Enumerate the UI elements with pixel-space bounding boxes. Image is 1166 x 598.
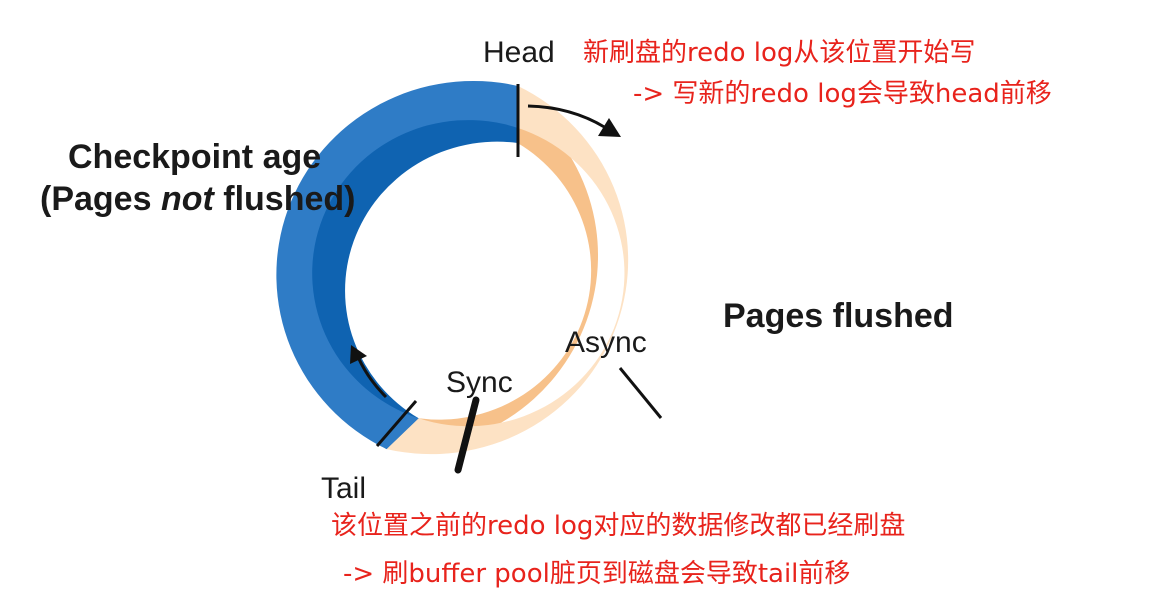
tail-direction-arrow xyxy=(356,356,388,399)
checkpoint-depth-arc xyxy=(302,96,518,450)
sync-label: Sync xyxy=(446,366,513,399)
tail-arrow-tip xyxy=(350,345,367,364)
subtitle-part-emphasis: not xyxy=(161,180,216,218)
checkpoint-age-arc[interactable] xyxy=(276,80,518,450)
pages-flushed-label: Pages flushed xyxy=(723,297,954,335)
tail-annotation-line-1: 该位置之前的redo log对应的数据修改都已经刷盘 xyxy=(331,511,905,541)
ring-depth-layer xyxy=(302,96,599,450)
sync-marker-line xyxy=(454,396,480,474)
async-marker-line xyxy=(618,367,663,419)
async-label: Async xyxy=(565,326,647,359)
head-direction-arrow xyxy=(527,104,607,130)
head-annotation-line-1: 新刷盘的redo log从该位置开始写 xyxy=(583,38,975,68)
head-annotation-line-2: -> 写新的redo log会导致head前移 xyxy=(633,79,1052,109)
head-arrow-tip xyxy=(598,118,621,137)
checkpoint-age-subtitle: (Pages not flushed) xyxy=(40,180,355,218)
ring-front-layer xyxy=(276,80,629,455)
tail-annotation-line-2: -> 刷buffer pool脏页到磁盘会导致tail前移 xyxy=(343,559,850,589)
head-label: Head xyxy=(483,36,555,69)
tail-label: Tail xyxy=(321,472,366,505)
tail-marker-line xyxy=(375,400,418,447)
subtitle-part-pre: (Pages xyxy=(40,180,161,218)
checkpoint-age-title: Checkpoint age xyxy=(68,138,321,176)
subtitle-part-post: flushed) xyxy=(214,180,356,218)
